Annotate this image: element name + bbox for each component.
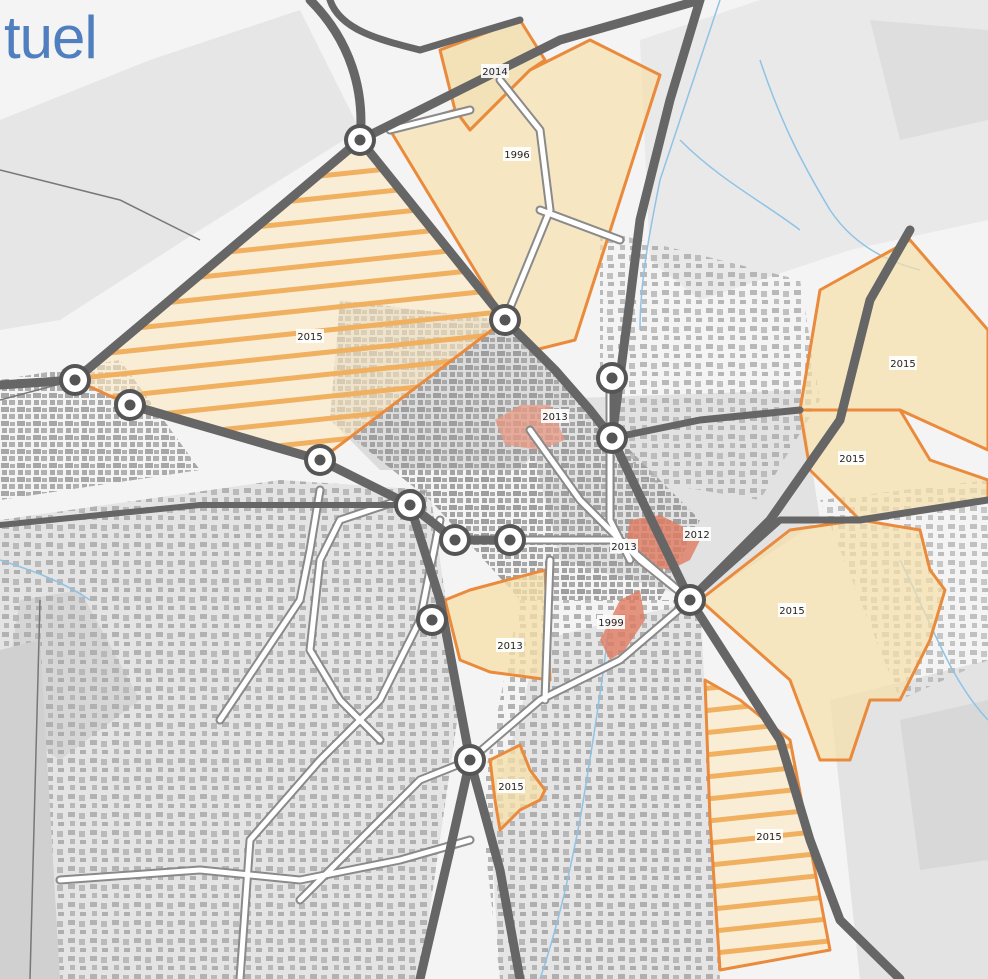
- zone-2015-sse: [703, 678, 832, 972]
- label-zone-2012: 2012: [683, 527, 711, 541]
- label-zone-2014: 2014: [481, 64, 509, 78]
- label-zone-2013-w: 2013: [496, 638, 524, 652]
- svg-text:2015: 2015: [498, 782, 523, 793]
- label-zone-2013-core: 2013: [541, 409, 569, 423]
- roundabout-node-icon: [439, 524, 471, 556]
- roundabout-node-icon: [494, 524, 526, 556]
- svg-text:2014: 2014: [482, 67, 507, 78]
- label-zone-2015-s: 2015: [497, 779, 525, 793]
- label-zone-2015-se: 2015: [778, 603, 806, 617]
- page-title: tuel: [4, 4, 98, 71]
- svg-text:2015: 2015: [839, 454, 864, 465]
- svg-text:1999: 1999: [598, 618, 623, 629]
- development-zones: [73, 18, 988, 972]
- svg-text:2013: 2013: [611, 542, 636, 553]
- roundabout-node-icon: [344, 124, 376, 156]
- svg-text:2015: 2015: [779, 606, 804, 617]
- svg-text:2013: 2013: [542, 412, 567, 423]
- label-zone-2015-nw: 2015: [296, 329, 324, 343]
- local-roads: [55, 75, 695, 979]
- label-zone-1999: 1999: [597, 615, 625, 629]
- roundabout-node-icon: [454, 744, 486, 776]
- svg-text:2015: 2015: [756, 832, 781, 843]
- svg-text:2015: 2015: [890, 359, 915, 370]
- svg-text:2013: 2013: [497, 641, 522, 652]
- label-zone-2015-e: 2015: [838, 451, 866, 465]
- roundabout-node-icon: [59, 364, 91, 396]
- svg-text:1996: 1996: [504, 150, 529, 161]
- roundabout-node-icon: [596, 422, 628, 454]
- roundabout-node-icon: [489, 304, 521, 336]
- roundabout-node-icon: [416, 604, 448, 636]
- roundabout-node-icon: [114, 389, 146, 421]
- roundabout-node-icon: [304, 444, 336, 476]
- zone-labels: 2014 1996 2015 2015 2015 2013 2013 2012 …: [296, 64, 917, 843]
- label-zone-2015-ne: 2015: [889, 356, 917, 370]
- svg-text:2012: 2012: [684, 530, 709, 541]
- roundabout-node-icon: [674, 584, 706, 616]
- junctions: [59, 124, 706, 776]
- roundabout-node-icon: [394, 489, 426, 521]
- zone-2015-e: [798, 408, 988, 522]
- label-zone-1996: 1996: [503, 147, 531, 161]
- svg-text:2015: 2015: [297, 332, 322, 343]
- label-zone-2013-mid: 2013: [610, 539, 638, 553]
- roundabout-node-icon: [596, 362, 628, 394]
- label-zone-2015-sse: 2015: [755, 829, 783, 843]
